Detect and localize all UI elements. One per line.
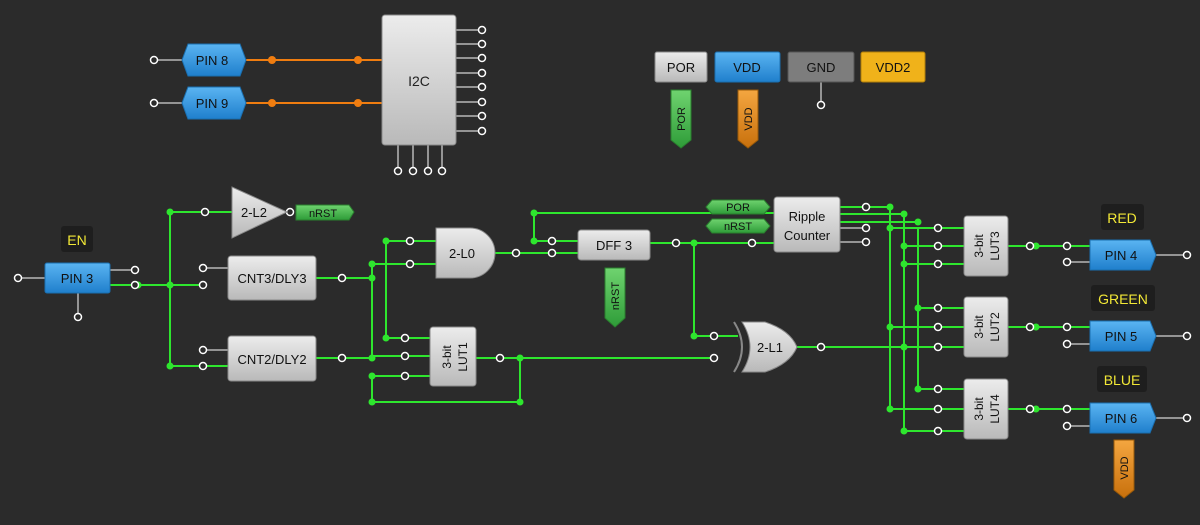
lut2-line2: LUT2 — [988, 312, 1002, 342]
pin8-block[interactable]: PIN 8 — [181, 43, 247, 77]
por-ripple-label: POR — [726, 202, 750, 214]
lut2-line1: 3-bit — [972, 315, 986, 339]
l1-label: 2-L1 — [757, 340, 783, 355]
lut4-line2: LUT4 — [988, 394, 1002, 424]
cnt3-label: CNT3/DLY3 — [237, 271, 306, 286]
gnd-label: GND — [807, 60, 836, 75]
ripple-counter-block[interactable]: Ripple Counter — [773, 196, 841, 253]
l2-label: 2-L2 — [241, 205, 267, 220]
vdd-label: VDD — [733, 60, 760, 75]
pin9-block[interactable]: PIN 9 — [181, 86, 247, 120]
lut2-block[interactable]: 3-bit LUT2 — [963, 296, 1009, 358]
blue-label: BLUE — [1104, 372, 1141, 388]
lut1-block[interactable]: 3-bit LUT1 — [429, 326, 477, 387]
pin6-block[interactable]: PIN 6 — [1089, 402, 1157, 434]
pin4-block[interactable]: PIN 4 — [1089, 239, 1157, 271]
lut3-line1: 3-bit — [972, 234, 986, 258]
pin3-block[interactable]: PIN 3 — [44, 262, 111, 294]
por-ripple-tag[interactable]: POR — [705, 199, 771, 215]
cnt2-label: CNT2/DLY2 — [237, 352, 306, 367]
red-label-box: RED — [1101, 204, 1144, 230]
lut4-block[interactable]: 3-bit LUT4 — [963, 378, 1009, 440]
por-label: POR — [667, 60, 695, 75]
gnd-block[interactable]: GND — [787, 51, 855, 83]
green-label: GREEN — [1098, 291, 1148, 307]
vdd-pin6-label: VDD — [1119, 456, 1131, 479]
lut1-line1: 3-bit — [440, 345, 454, 369]
lut4-line1: 3-bit — [972, 397, 986, 421]
nrst-ripple-tag[interactable]: nRST — [705, 218, 771, 234]
green-label-box: GREEN — [1091, 285, 1155, 311]
vdd-tag[interactable]: VDD — [737, 89, 759, 149]
pin4-label: PIN 4 — [1105, 248, 1138, 263]
en-label: EN — [67, 232, 86, 248]
vdd-pin6-tag[interactable]: VDD — [1113, 439, 1135, 499]
pin5-label: PIN 5 — [1105, 329, 1138, 344]
junction-dots — [134, 56, 1040, 435]
dff3-label: DFF 3 — [596, 238, 632, 253]
vdd2-block[interactable]: VDD2 — [860, 51, 926, 83]
port-circles — [13, 25, 1192, 436]
pin9-label: PIN 9 — [196, 96, 229, 111]
pin5-block[interactable]: PIN 5 — [1089, 320, 1157, 352]
blue-label-box: BLUE — [1097, 366, 1147, 392]
vdd-tag-label: VDD — [743, 107, 755, 130]
nrst-dff-tag[interactable]: nRST — [604, 267, 626, 328]
i2c-wires — [245, 59, 382, 104]
en-label-box: EN — [61, 226, 93, 252]
pin6-label: PIN 6 — [1105, 411, 1138, 426]
i2c-label: I2C — [408, 73, 430, 89]
ripple-line2: Counter — [784, 228, 831, 243]
cnt3-block[interactable]: CNT3/DLY3 — [227, 255, 317, 301]
por-block[interactable]: POR — [654, 51, 708, 83]
por-tag[interactable]: POR — [670, 89, 692, 149]
lut3-line2: LUT3 — [988, 231, 1002, 261]
dff3-block[interactable]: DFF 3 — [577, 229, 651, 261]
i2c-block[interactable]: I2C — [381, 14, 457, 146]
lut3-block[interactable]: 3-bit LUT3 — [963, 215, 1009, 277]
red-label: RED — [1107, 210, 1137, 226]
lut1-line2: LUT1 — [456, 342, 470, 372]
ripple-line1: Ripple — [789, 209, 826, 224]
vdd2-label: VDD2 — [876, 60, 911, 75]
nrst-dff-label: nRST — [610, 282, 622, 310]
cnt2-block[interactable]: CNT2/DLY2 — [227, 335, 317, 382]
vdd-block[interactable]: VDD — [714, 51, 781, 83]
pin8-label: PIN 8 — [196, 53, 229, 68]
pin3-label: PIN 3 — [61, 271, 94, 286]
l2-buffer[interactable]: 2-L2 — [231, 186, 289, 239]
l0-and-gate[interactable]: 2-L0 — [435, 227, 496, 279]
nrst-ripple-label: nRST — [724, 221, 752, 233]
l1-xor-gate[interactable]: 2-L1 — [733, 321, 798, 373]
l0-label: 2-L0 — [449, 246, 475, 261]
por-tag-label: POR — [676, 107, 688, 131]
nrst-l2-tag[interactable]: nRST — [295, 204, 355, 221]
nrst-l2-label: nRST — [309, 208, 337, 220]
